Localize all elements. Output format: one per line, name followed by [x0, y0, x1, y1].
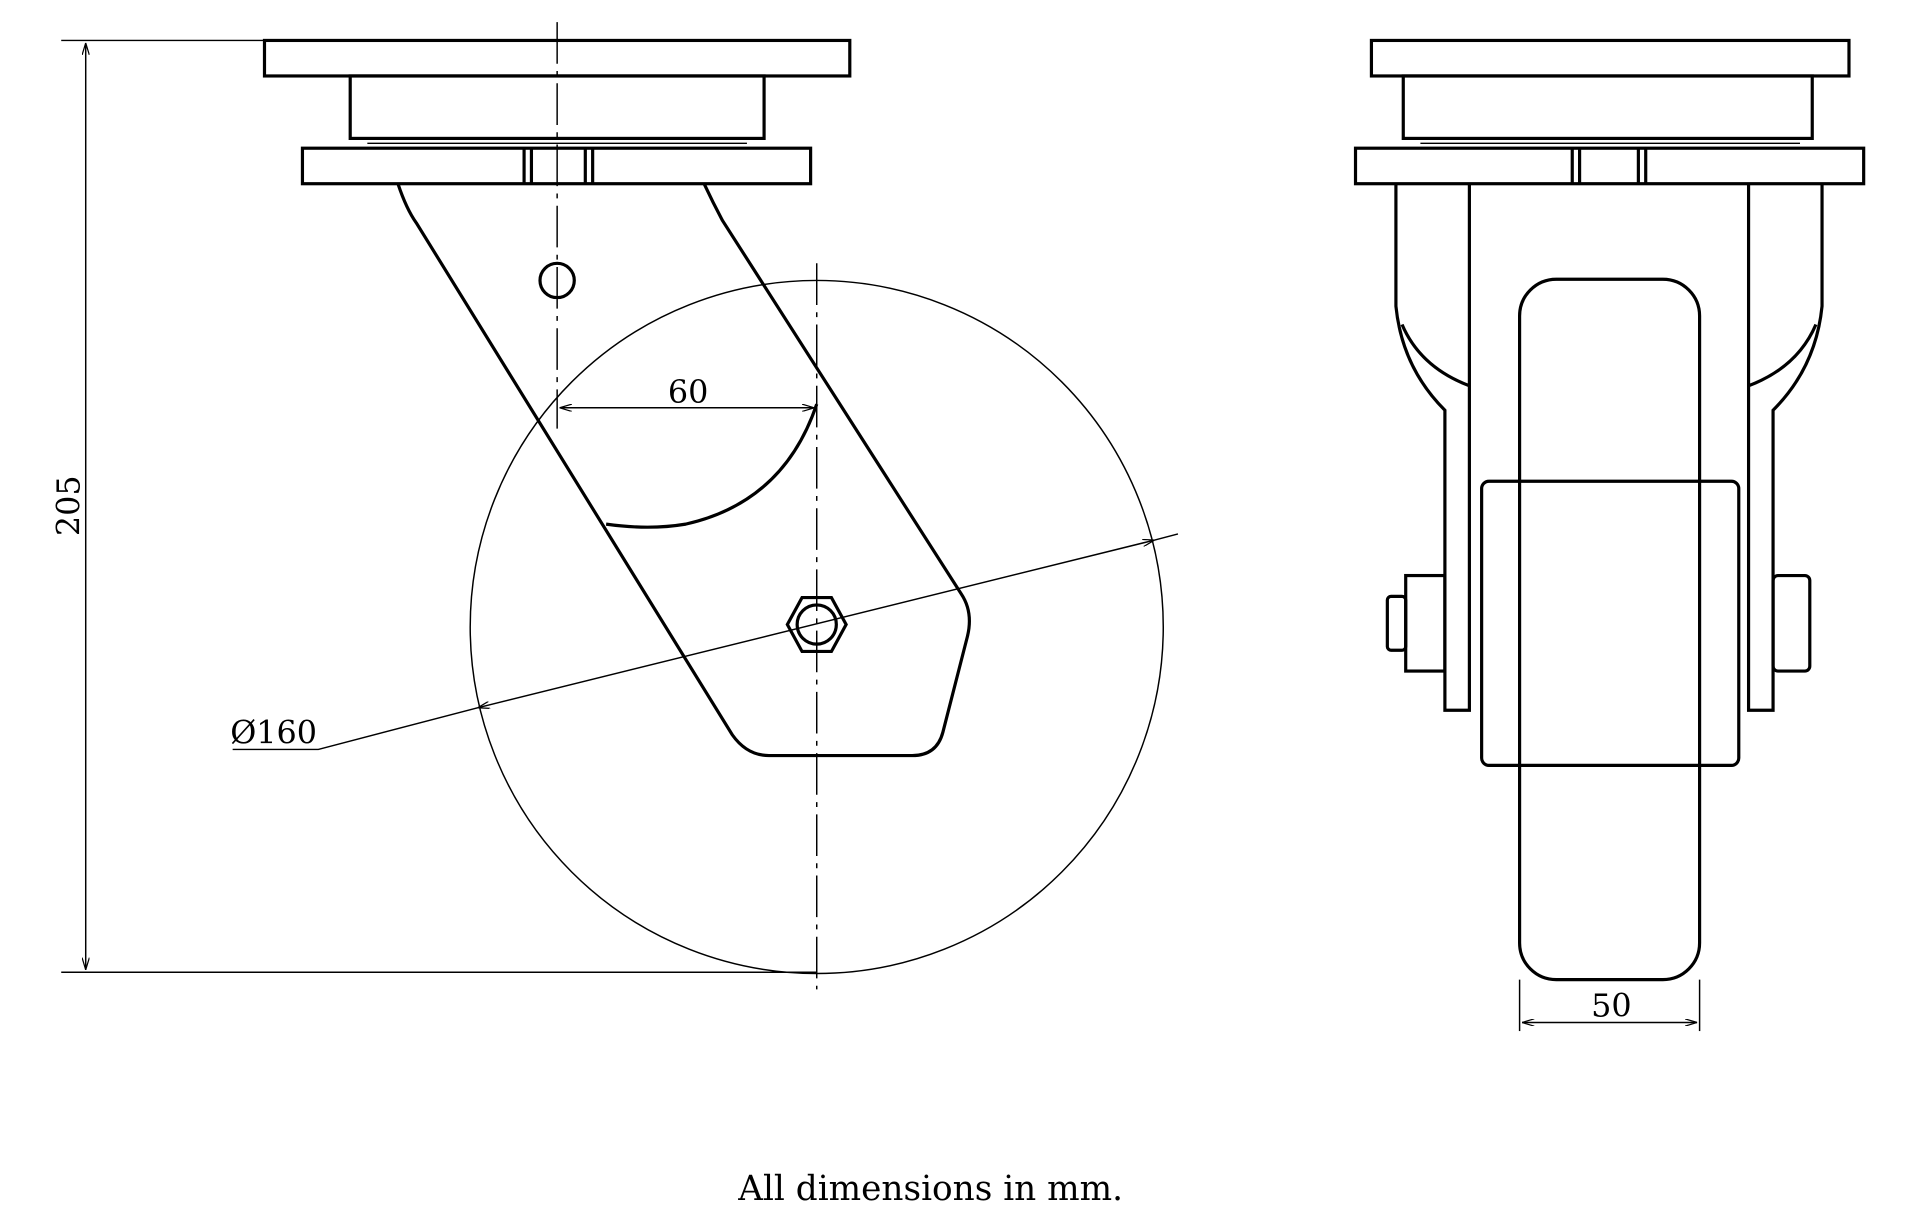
fork-cutout-arc [605, 403, 819, 529]
swivel-housing [348, 74, 766, 141]
height-dimension: 205 [50, 475, 88, 536]
front-view: 50 [1353, 38, 1866, 1032]
offset-dimension: 60 [668, 373, 709, 411]
lower-plate-front [1353, 146, 1866, 186]
axle-nut-front [1771, 573, 1812, 673]
swivel-housing-front [1401, 74, 1814, 141]
fork-leg-left [1394, 183, 1471, 712]
wheel-outline [469, 279, 1164, 975]
wheel-tire [1518, 277, 1702, 982]
diameter-dimension: Ø160 [230, 713, 317, 751]
axle-bolt-head [1404, 573, 1447, 673]
top-plate-front [1369, 38, 1851, 78]
wheel-hub [1480, 479, 1741, 767]
fork-leg-right [1746, 183, 1824, 712]
fork-body [396, 183, 971, 758]
caption: All dimensions in mm. [737, 1169, 1123, 1209]
width-dimension: 50 [1591, 986, 1632, 1024]
side-view: 60 Ø160 205 [50, 22, 1179, 990]
